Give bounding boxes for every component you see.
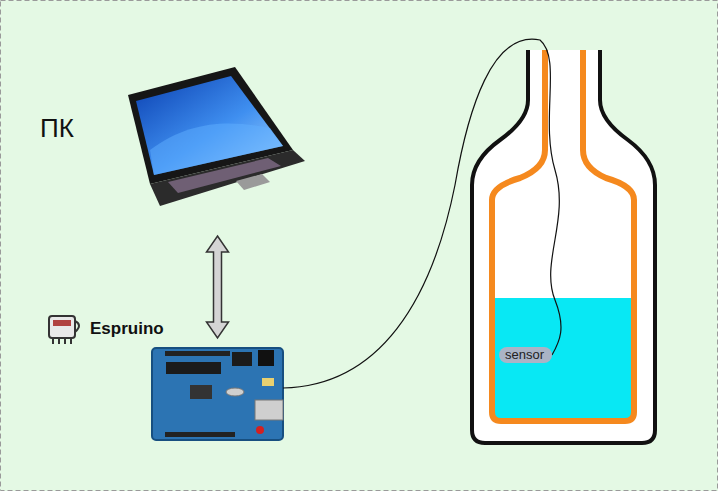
espruino-logo [49,316,79,344]
espruino-board [152,348,283,440]
espruino-board-part [166,362,221,374]
espruino-logo-part [53,320,71,326]
double-arrow [207,236,229,338]
espruino-board-part [255,400,283,420]
espruino-board-part [165,432,235,437]
espruino-board-part [256,426,264,434]
sensor-label: sensor [499,347,552,363]
laptop-illustration-part [168,158,281,193]
laptop-illustration-part [236,174,270,190]
espruino-board-part [232,352,252,366]
bottle [472,50,655,443]
espruino-board-part [165,351,230,356]
espruino-board-part [262,378,274,386]
node-text: sensor [505,347,546,363]
bottle-part [492,298,634,421]
espruino-board-part [226,388,244,396]
espruino-board-part [190,385,212,399]
espruino-board-part [258,350,274,366]
node-text: ПК [40,113,74,144]
sensor-wire [283,39,561,388]
node-text: Espruino [90,319,164,339]
espruino-board-part [152,348,283,440]
bottle-part [472,50,655,443]
espruino-logo-part [53,338,71,344]
espruino-logo-part [49,316,75,338]
laptop-node: ПК [140,65,295,232]
laptop-illustration [128,67,305,206]
bottle-part [492,50,634,421]
espruino-logo-part [75,321,79,332]
laptop-illustration-part [150,150,305,206]
board-node: Espruino [152,340,283,440]
